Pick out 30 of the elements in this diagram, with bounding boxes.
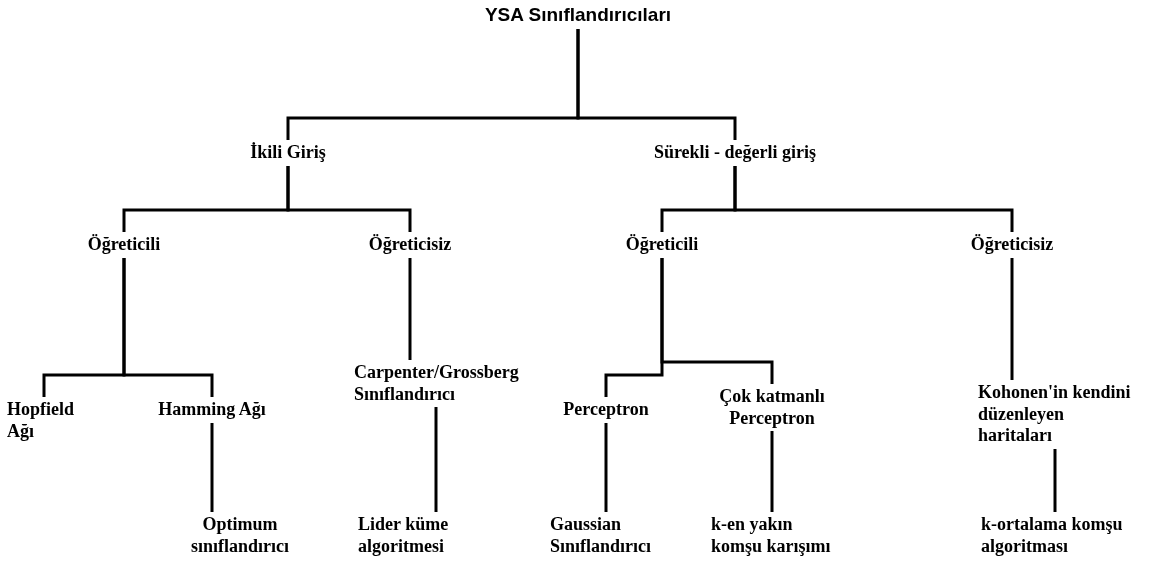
connector-line	[408, 258, 412, 360]
category-label: Optimum sınıflandırıcı	[180, 512, 300, 560]
connector-line	[660, 258, 774, 384]
category-label: Gaussian Sınıflandırıcı	[547, 512, 677, 560]
root-label: YSA Sınıflandırıcıları	[448, 2, 708, 29]
connector-line	[210, 423, 214, 512]
category-label: Carpenter/Grossberg Sınıflandırıcı	[351, 360, 521, 408]
connector-line	[604, 423, 608, 512]
category-label: İkili Giriş	[218, 140, 358, 166]
connector-line	[770, 431, 774, 512]
category-label: Öğreticili	[597, 232, 727, 258]
connector-line	[1053, 449, 1057, 512]
connector-line	[122, 258, 214, 397]
category-label: Hamming Ağı	[147, 397, 277, 423]
category-label: Kohonen'in kendini düzenleyen haritaları	[975, 380, 1135, 449]
connector-line	[434, 407, 438, 512]
connector-line	[1010, 258, 1014, 380]
connector-line	[733, 166, 1014, 232]
category-label: Lider küme algoritmesi	[355, 512, 485, 560]
category-label: Öğreticisiz	[345, 232, 475, 258]
category-label: Sürekli - değerli giriş	[615, 140, 855, 166]
category-label: Öğreticisiz	[947, 232, 1077, 258]
category-label: k-en yakın komşu karışımı	[708, 512, 848, 560]
category-label: Öğreticili	[59, 232, 189, 258]
category-label: Hopfield Ağı	[4, 397, 84, 445]
category-label: k-ortalama komşu algoritması	[978, 512, 1138, 560]
category-label: Perceptron	[546, 397, 666, 423]
connector-line	[576, 29, 737, 140]
category-label: Çok katmanlı Perceptron	[702, 384, 842, 432]
connector-line	[286, 166, 412, 232]
